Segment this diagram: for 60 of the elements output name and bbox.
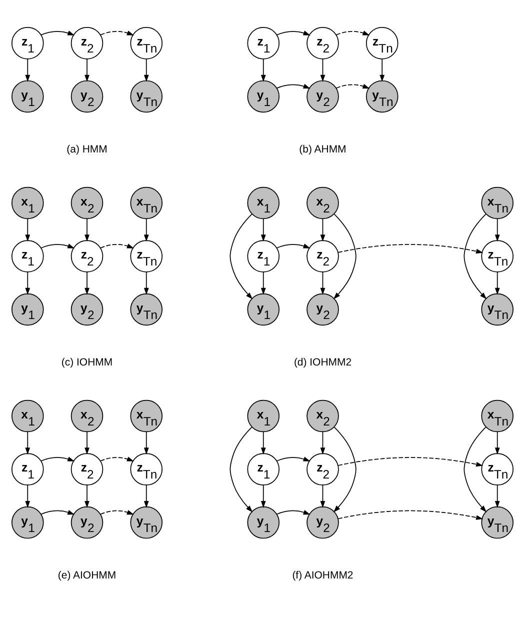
arrow — [144, 484, 149, 508]
arrow — [380, 58, 385, 82]
label: (b) AHMM — [299, 144, 346, 155]
arrow — [144, 58, 149, 82]
arrow — [84, 58, 90, 82]
label: (f) AIOHMM2 — [292, 570, 354, 581]
label: (c) IOHMM — [61, 356, 113, 368]
arrow — [100, 243, 134, 248]
arrow — [100, 456, 134, 461]
arrow — [320, 58, 326, 82]
arrow — [338, 456, 484, 466]
arrow — [276, 30, 310, 35]
label: (e) AIOHMM — [58, 570, 116, 581]
arrow — [276, 243, 310, 248]
label: (a) HMM — [66, 144, 108, 155]
arrow — [336, 30, 370, 35]
arrow — [464, 426, 487, 512]
arrow — [320, 218, 326, 242]
arrow — [84, 430, 90, 454]
arrow — [84, 271, 90, 294]
arrow — [338, 510, 484, 520]
arrow — [333, 213, 356, 299]
arrow — [276, 83, 310, 88]
arrow — [144, 271, 149, 294]
arrow — [84, 484, 90, 508]
arrow — [25, 484, 30, 508]
arrow — [40, 243, 75, 248]
arrow — [144, 218, 149, 242]
arrow — [494, 430, 500, 454]
arrow — [260, 58, 266, 82]
arrow — [333, 426, 356, 512]
arrow — [84, 218, 90, 242]
arrow — [25, 430, 30, 454]
arrow — [144, 430, 149, 454]
arrow — [25, 218, 30, 242]
arrow — [494, 484, 500, 508]
arrow — [464, 213, 487, 299]
arrow — [100, 30, 134, 35]
arrow — [100, 509, 134, 514]
arrow — [40, 509, 75, 514]
arrow — [338, 244, 484, 254]
arrow — [276, 509, 310, 514]
arrow — [336, 83, 370, 88]
arrow — [260, 218, 266, 242]
arrow — [260, 271, 266, 294]
arrow — [494, 271, 500, 294]
arrow — [494, 218, 500, 242]
arrow — [320, 484, 326, 508]
arrow — [40, 456, 75, 461]
arrow — [230, 426, 253, 512]
arrow — [320, 271, 326, 294]
arrow — [25, 271, 30, 294]
arrow — [40, 30, 75, 35]
arrow — [260, 430, 266, 454]
label: (d) IOHMM2 — [294, 356, 352, 368]
arrow — [25, 58, 30, 82]
arrow — [276, 456, 310, 461]
arrow — [230, 213, 253, 299]
arrow — [260, 484, 266, 508]
arrow — [320, 430, 326, 454]
